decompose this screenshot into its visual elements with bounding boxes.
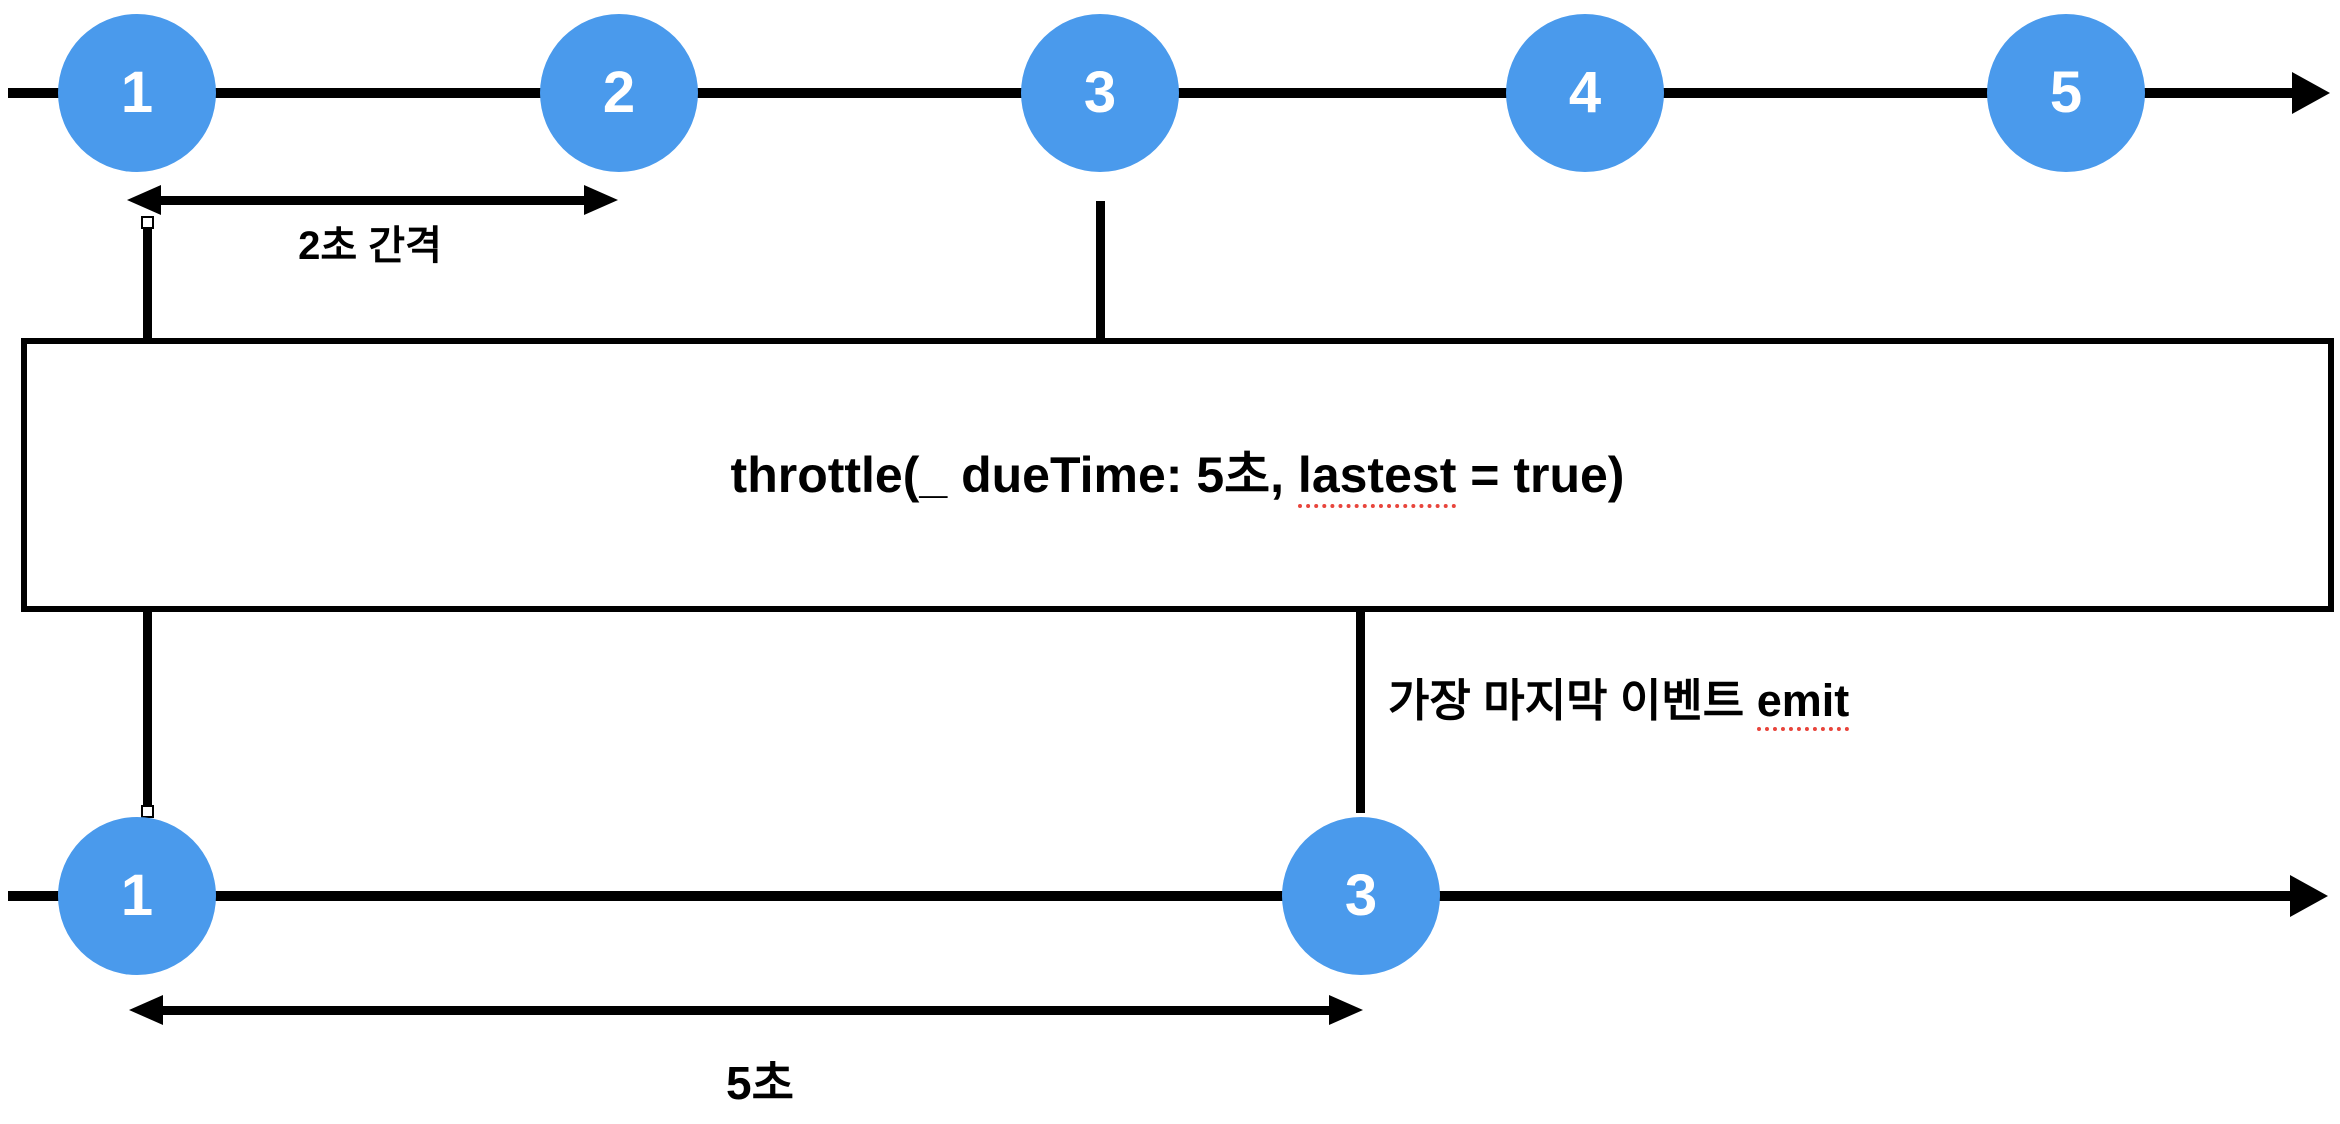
duration-arrowhead-left <box>129 995 163 1025</box>
interval-label: 2초 간격 <box>298 224 442 268</box>
connector-event3-to-box <box>1096 201 1105 338</box>
emit-label: 가장 마지막 이벤트 emit <box>1388 674 1850 731</box>
source-event-5: 5 <box>1987 14 2145 172</box>
connector-box-to-result3 <box>1356 612 1365 813</box>
operator-label-prefix: throttle(_ dueTime: 5초, <box>730 447 1298 503</box>
source-event-3: 3 <box>1021 14 1179 172</box>
duration-arrowhead-right <box>1329 995 1363 1025</box>
source-event-1: 1 <box>58 14 216 172</box>
connector-box-to-result1 <box>143 612 152 808</box>
operator-label: throttle(_ dueTime: 5초, lastest = true) <box>730 445 1625 508</box>
source-event-2: 2 <box>540 14 698 172</box>
result-timeline-line <box>8 891 2290 901</box>
interval-arrowhead-left <box>127 185 161 215</box>
duration-label: 5초 <box>726 1057 794 1109</box>
result-event-1-label: 1 <box>120 863 154 928</box>
operator-label-misspelled-word: lastest <box>1297 447 1457 508</box>
selection-handle-bottom <box>141 805 154 818</box>
selection-handle-top <box>141 216 154 229</box>
source-event-5-label: 5 <box>2049 60 2083 125</box>
emit-label-prefix: 가장 마지막 이벤트 <box>1388 675 1757 726</box>
result-event-1: 1 <box>58 817 216 975</box>
source-event-3-label: 3 <box>1083 60 1117 125</box>
source-timeline-arrowhead <box>2292 72 2330 114</box>
source-event-4-label: 4 <box>1568 60 1602 125</box>
result-event-3: 3 <box>1282 817 1440 975</box>
interval-arrow-shaft <box>158 196 588 205</box>
source-event-1-label: 1 <box>120 60 154 125</box>
result-event-3-label: 3 <box>1344 863 1378 928</box>
connector-event1-to-box <box>143 229 152 338</box>
interval-arrowhead-right <box>584 185 618 215</box>
operator-label-suffix: = true) <box>1456 447 1625 503</box>
emit-label-underlined-word: emit <box>1756 675 1850 731</box>
source-event-2-label: 2 <box>602 60 636 125</box>
result-timeline-arrowhead <box>2290 875 2328 917</box>
source-event-4: 4 <box>1506 14 1664 172</box>
throttle-operator-box: throttle(_ dueTime: 5초, lastest = true) <box>21 338 2334 612</box>
duration-arrow-shaft <box>160 1006 1332 1015</box>
